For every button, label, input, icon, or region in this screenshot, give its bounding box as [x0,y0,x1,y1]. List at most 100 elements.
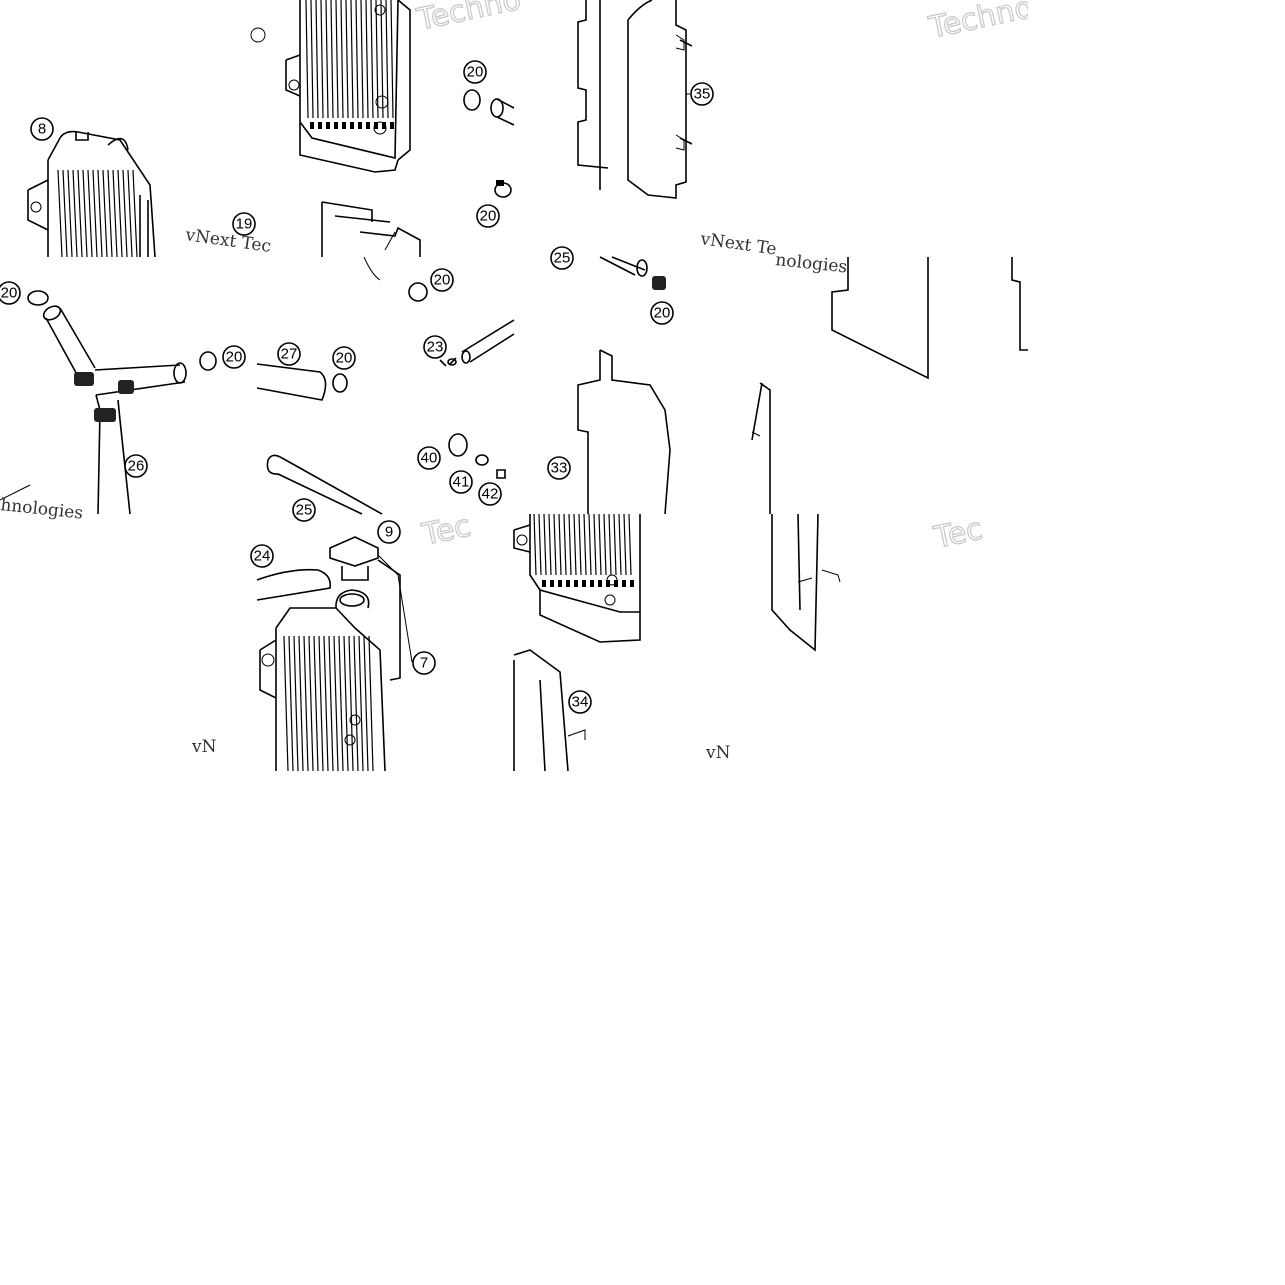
fin-line [358,635,364,772]
fin-line [298,635,304,772]
callout-24: 24 [250,544,274,568]
radiator-fins [57,0,634,772]
fin-tooth [590,580,594,587]
fin-line [335,0,339,119]
callout-9: 9 [377,520,401,544]
callout-19: 19 [232,212,256,236]
fin-line [102,169,108,258]
fin-tooth [614,580,618,587]
fin-line [390,0,394,119]
fin-line [117,169,123,258]
svg-text:20: 20 [226,349,243,366]
fin-line [62,169,68,258]
blank-area [0,771,1285,1285]
fin-line [578,513,582,576]
callout-25: 25 [292,498,316,522]
svg-text:24: 24 [254,548,271,565]
panel-right [831,257,1028,380]
svg-text:20: 20 [654,305,671,322]
fin-line [82,169,88,258]
fin-line [363,635,369,772]
fin-line [563,513,567,576]
fin-line [355,0,359,119]
svg-text:33: 33 [551,460,568,477]
fin-line [318,635,324,772]
watermark-text: Techno [413,0,524,38]
svg-text:40: 40 [421,450,438,467]
fin-line [553,513,557,576]
fin-line [365,0,369,119]
callout-34: 34 [568,690,592,714]
svg-text:9: 9 [385,524,393,541]
fin-line [593,513,597,576]
fin-line [375,0,379,119]
callout-40: 40 [417,446,441,470]
callout-42: 42 [478,482,502,506]
fin-line [313,635,319,772]
fin-line [348,635,354,772]
fin-line [330,0,334,119]
fin-tooth [630,580,634,587]
watermark-text: hnologies [0,495,84,524]
fin-line [345,0,349,119]
watermark-text: Tec [418,509,473,553]
fin-tooth [318,122,322,129]
fin-line [588,513,592,576]
svg-text:25: 25 [296,502,313,519]
callouts: 8 20 35 20 20 20 20 27 20 23 20 26 40 41… [0,60,714,714]
fin-line [368,635,374,772]
fin-tooth [350,122,354,129]
watermark-text: vNext Tec [183,225,272,257]
fin-line [92,169,98,258]
fin-line [112,169,118,258]
fin-line [305,0,309,119]
svg-text:35: 35 [694,86,711,103]
watermark-text: vN [705,743,731,763]
fin-line [333,635,339,772]
fin-line [338,635,344,772]
fin-line [97,169,103,258]
svg-text:8: 8 [38,121,46,138]
svg-text:19: 19 [236,216,253,233]
fin-line [303,635,309,772]
fin-tooth [310,122,314,129]
fin-tooth [366,122,370,129]
svg-text:20: 20 [336,350,353,367]
fin-line [122,169,128,258]
fin-line [583,513,587,576]
svg-text:7: 7 [420,655,428,672]
fin-tooth [326,122,330,129]
svg-text:23: 23 [427,339,444,356]
fin-line [283,635,289,772]
fin-tooth [542,580,546,587]
svg-text:20: 20 [1,285,18,302]
fin-line [325,0,329,119]
callout-8: 8 [30,117,54,141]
fin-line [360,0,364,119]
fin-line [558,513,562,576]
fin-line [598,513,602,576]
svg-text:20: 20 [434,272,451,289]
callout-20: 20 [430,268,454,292]
fin-tooth [582,580,586,587]
fin-line [293,635,299,772]
svg-text:34: 34 [572,694,589,711]
fin-tooth [566,580,570,587]
fin-line [107,169,113,258]
fin-line [573,513,577,576]
callout-20: 20 [222,345,246,369]
radiator-cap-assembly [256,536,401,772]
fin-line [370,0,374,119]
fin-line [608,513,612,576]
fin-tooth [358,122,362,129]
fin-line [320,0,324,119]
hose-y-joint [0,290,217,515]
fin-tooth [342,122,346,129]
fin-tooth [622,580,626,587]
fin-tooth [334,122,338,129]
fin-line [288,635,294,772]
callout-35: 35 [690,82,714,106]
callout-20: 20 [476,204,500,228]
fin-line [613,513,617,576]
fin-line [87,169,93,258]
